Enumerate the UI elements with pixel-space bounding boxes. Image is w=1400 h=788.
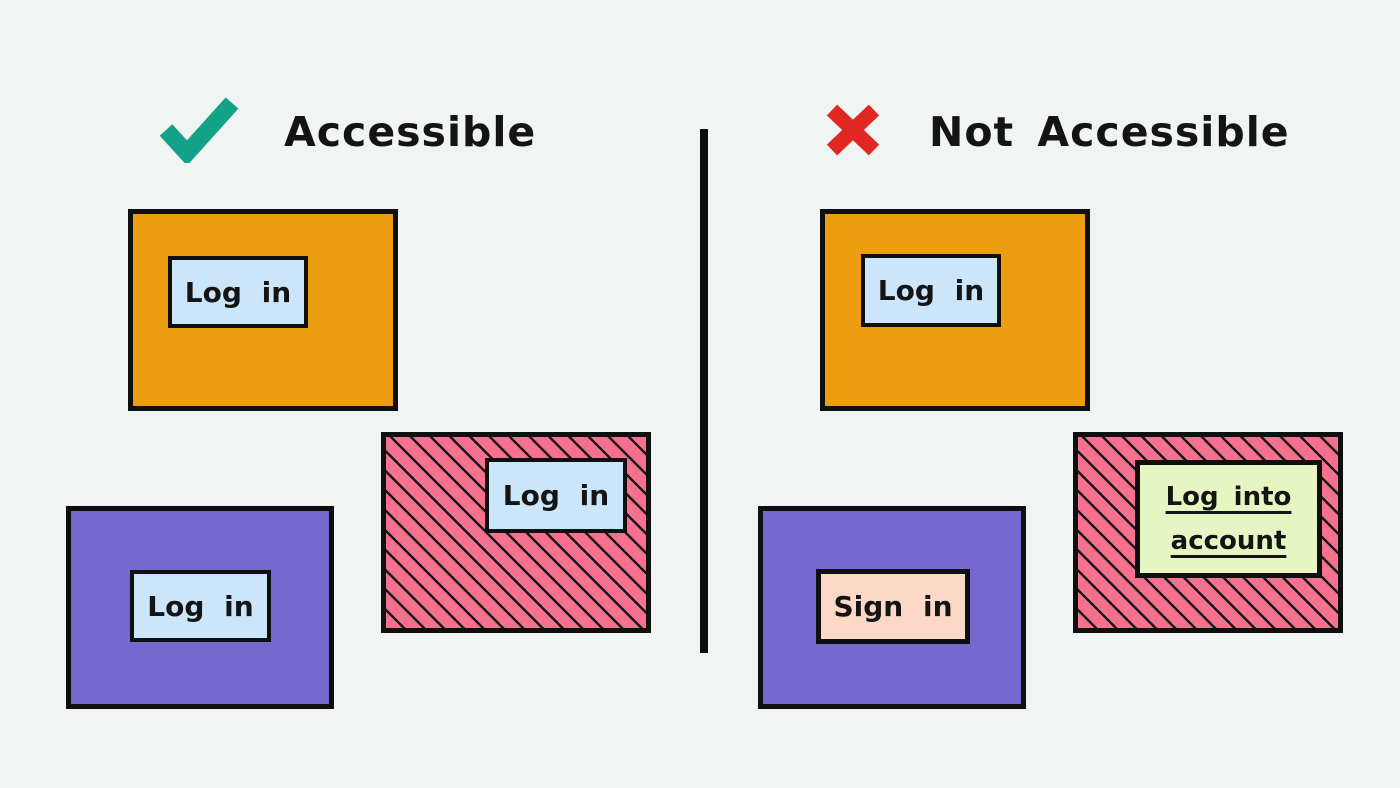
button-label: Log in — [184, 275, 292, 309]
accessible-purple-card: Log in — [66, 506, 334, 709]
button-label: Log into account — [1165, 481, 1292, 556]
button-label: Log in — [502, 479, 610, 512]
button-label: Log in — [147, 589, 254, 623]
divider-line — [700, 129, 708, 653]
login-button-example: Log in — [130, 570, 271, 642]
not-accessible-heading: Not Accessible — [929, 108, 1290, 156]
login-button-example: Log in — [168, 256, 308, 328]
accessible-orange-card: Log in — [128, 209, 398, 411]
login-button-example: Log in — [861, 254, 1001, 327]
button-label: Log in — [877, 274, 985, 307]
check-icon — [159, 97, 239, 163]
button-label: Sign in — [833, 590, 953, 623]
log-into-account-button-example: Log into account — [1135, 460, 1322, 578]
not-accessible-pink-card: Log into account — [1073, 432, 1343, 633]
login-button-example: Log in — [485, 458, 627, 533]
sign-in-button-example: Sign in — [816, 569, 970, 644]
not-accessible-orange-card: Log in — [820, 209, 1090, 411]
accessible-pink-card: Log in — [381, 432, 651, 633]
cross-icon — [826, 104, 880, 156]
not-accessible-purple-card: Sign in — [758, 506, 1026, 709]
accessible-heading: Accessible — [284, 108, 537, 156]
